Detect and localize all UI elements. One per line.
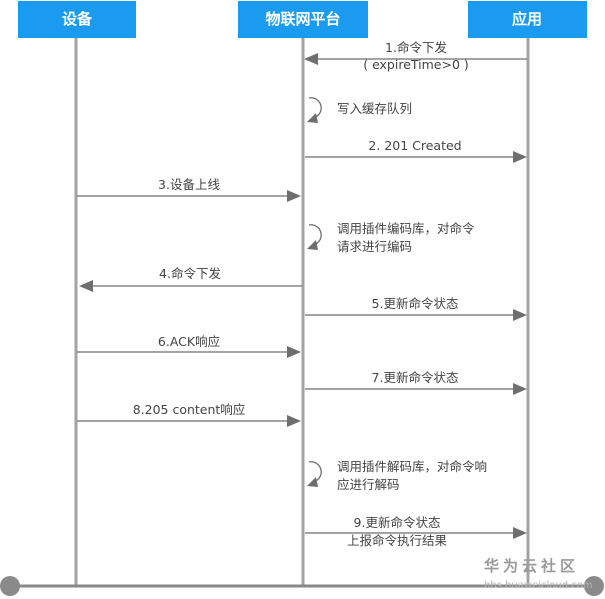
bottom-left-dot xyxy=(0,576,20,596)
participant-device: 设备 xyxy=(18,1,136,38)
message-9: 9.更新命令状态 上报命令执行结果 xyxy=(305,515,527,548)
message-7-arrowhead xyxy=(513,383,527,395)
participant-platform-label: 物联网平台 xyxy=(265,10,340,28)
message-7-label: 7.更新命令状态 xyxy=(372,370,459,385)
message-3-arrowhead xyxy=(287,190,301,202)
message-3-label: 3.设备上线 xyxy=(158,177,220,192)
message-5-arrowhead xyxy=(513,309,527,321)
participant-platform: 物联网平台 xyxy=(238,1,368,38)
message-2-label: 2. 201 Created xyxy=(368,138,461,153)
message-1-label-line1: 1.命令下发 xyxy=(385,40,447,55)
participant-device-label: 设备 xyxy=(62,10,93,28)
message-6: 6.ACK响应 xyxy=(77,334,301,358)
self-note-3-line2: 应进行解码 xyxy=(337,477,400,492)
self-note-1: 写入缓存队列 xyxy=(307,97,412,123)
message-8: 8.205 content响应 xyxy=(77,402,301,427)
message-1-arrowhead xyxy=(304,53,318,65)
watermark-url: bbs.huaweicloud.com xyxy=(484,580,593,591)
message-8-arrowhead xyxy=(287,415,301,427)
message-4-arrowhead xyxy=(79,280,93,292)
bottom-right-dot xyxy=(584,576,604,596)
participant-app-label: 应用 xyxy=(512,10,542,28)
message-1-label-line2: ( expireTime>0 ) xyxy=(363,57,469,72)
watermark-title: 华为云社区 xyxy=(484,557,579,575)
message-3: 3.设备上线 xyxy=(77,177,301,202)
message-9-label-line2: 上报命令执行结果 xyxy=(347,533,448,548)
message-4: 4.命令下发 xyxy=(79,266,302,292)
message-2-arrowhead xyxy=(513,151,527,163)
message-5: 5.更新命令状态 xyxy=(305,296,527,321)
self-note-3-line1: 调用插件解码库，对命令响 xyxy=(337,459,487,474)
message-2: 2. 201 Created xyxy=(305,138,527,163)
self-note-1-line1: 写入缓存队列 xyxy=(337,101,412,116)
message-8-label: 8.205 content响应 xyxy=(133,402,246,417)
self-note-3: 调用插件解码库，对命令响 应进行解码 xyxy=(307,459,487,492)
message-6-arrowhead xyxy=(287,346,301,358)
message-6-label: 6.ACK响应 xyxy=(158,334,220,349)
participant-app: 应用 xyxy=(468,1,587,38)
self-note-2-line1: 调用插件编码库，对命令 xyxy=(337,221,475,236)
message-1: 1.命令下发 ( expireTime>0 ) xyxy=(304,40,527,72)
message-5-label: 5.更新命令状态 xyxy=(372,296,459,311)
self-note-2: 调用插件编码库，对命令 请求进行编码 xyxy=(307,221,475,254)
message-4-label: 4.命令下发 xyxy=(159,266,221,281)
self-note-2-line2: 请求进行编码 xyxy=(337,239,412,254)
message-9-arrowhead xyxy=(513,527,527,539)
message-7: 7.更新命令状态 xyxy=(305,370,527,395)
message-9-label-line1: 9.更新命令状态 xyxy=(354,515,441,530)
